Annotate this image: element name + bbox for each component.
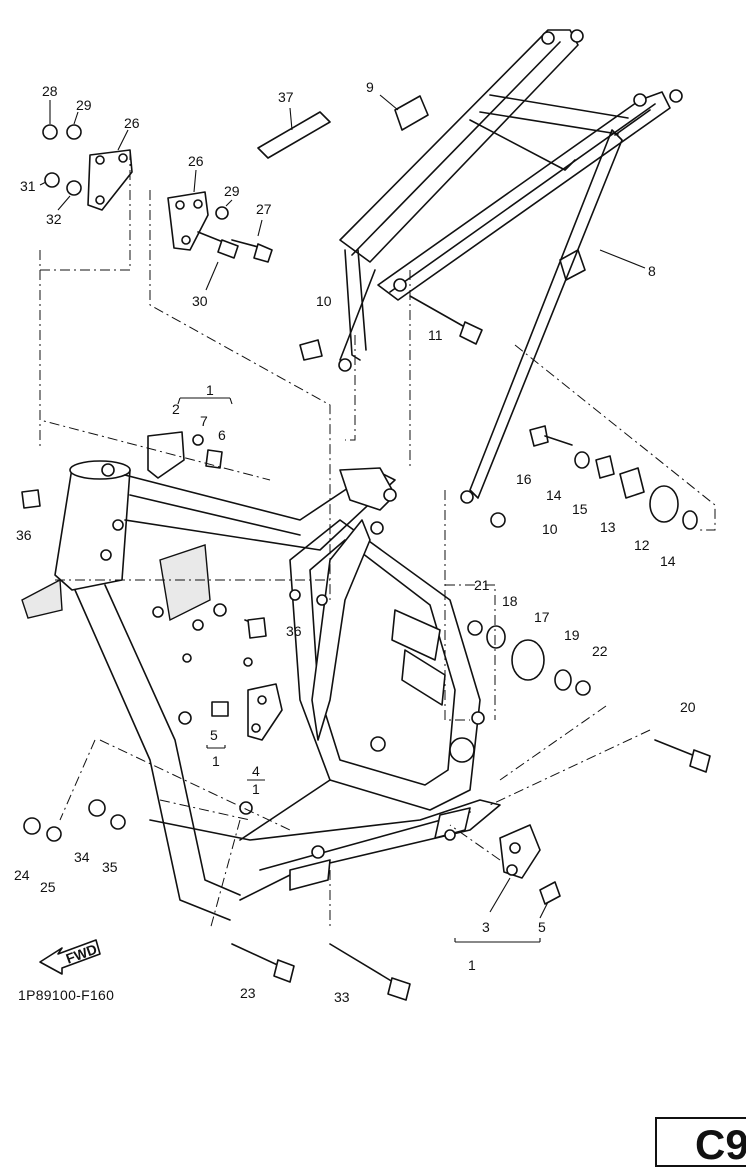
callout-22: 22	[592, 643, 608, 659]
callout-24: 24	[14, 867, 30, 883]
callout-29: 29	[224, 183, 240, 199]
callout-27: 27	[256, 201, 272, 217]
callout-15: 15	[572, 501, 588, 517]
block-9	[379, 94, 429, 131]
callout-18: 18	[502, 593, 518, 609]
callout-1: 1	[206, 382, 214, 398]
callout-5: 5	[538, 919, 546, 935]
callout-26: 26	[188, 153, 204, 169]
callout-25: 25	[40, 879, 56, 895]
callout-9: 9	[366, 79, 374, 95]
callout-6: 6	[218, 427, 226, 443]
engine-bracket-upper-right	[167, 169, 273, 291]
callout-1: 1	[252, 781, 260, 797]
diagram-code: 1P89100-F160	[18, 987, 115, 1003]
callout-7: 7	[200, 413, 208, 429]
callout-32: 32	[46, 211, 62, 227]
callout-34: 34	[74, 849, 90, 865]
callout-19: 19	[564, 627, 580, 643]
callout-2: 2	[172, 401, 180, 417]
callout-13: 13	[600, 519, 616, 535]
callout-28: 28	[42, 83, 58, 99]
callout-23: 23	[240, 985, 256, 1001]
callout-20: 20	[680, 699, 696, 715]
callout-36: 36	[286, 623, 302, 639]
callout-30: 30	[192, 293, 208, 309]
callout-14: 14	[660, 553, 676, 569]
bracket-37	[257, 107, 331, 159]
exploded-view-leaders	[39, 150, 716, 931]
callout-10: 10	[316, 293, 332, 309]
page-reference-box: C9	[655, 1117, 746, 1168]
callout-26: 26	[124, 115, 140, 131]
rear-subframe	[338, 29, 683, 504]
callout-36: 36	[16, 527, 32, 543]
main-frame	[21, 460, 501, 921]
callout-4: 4	[252, 763, 260, 779]
page-reference: C9	[695, 1121, 746, 1168]
shock-mount-parts	[467, 425, 698, 696]
engine-bracket-upper-left	[39, 100, 133, 211]
callout-29: 29	[76, 97, 92, 113]
callout-33: 33	[334, 989, 350, 1005]
callout-8: 8	[648, 263, 656, 279]
fwd-arrow: FWD	[39, 939, 101, 975]
bolts-and-nuts	[21, 295, 711, 1001]
callout-16: 16	[516, 471, 532, 487]
callout-37: 37	[278, 89, 294, 105]
callout-17: 17	[534, 609, 550, 625]
group-brackets	[177, 397, 549, 943]
callout-12: 12	[634, 537, 650, 553]
bracket-2-assembly	[147, 431, 223, 479]
callout-31: 31	[20, 178, 36, 194]
fwd-label: FWD	[64, 941, 99, 967]
part-callouts: 28 29 26 31 32 37 9 26 29 27 30 8 10 11 …	[14, 79, 696, 1005]
callout-21: 21	[474, 577, 490, 593]
lower-right-bracket-3	[499, 824, 561, 905]
callout-10: 10	[542, 521, 558, 537]
callout-5: 5	[210, 727, 218, 743]
mid-bracket-4	[211, 683, 283, 741]
callout-35: 35	[102, 859, 118, 875]
callout-1: 1	[212, 753, 220, 769]
callout-3: 3	[482, 919, 490, 935]
callout-11: 11	[428, 327, 443, 343]
callout-1: 1	[468, 957, 476, 973]
callout-14: 14	[546, 487, 562, 503]
